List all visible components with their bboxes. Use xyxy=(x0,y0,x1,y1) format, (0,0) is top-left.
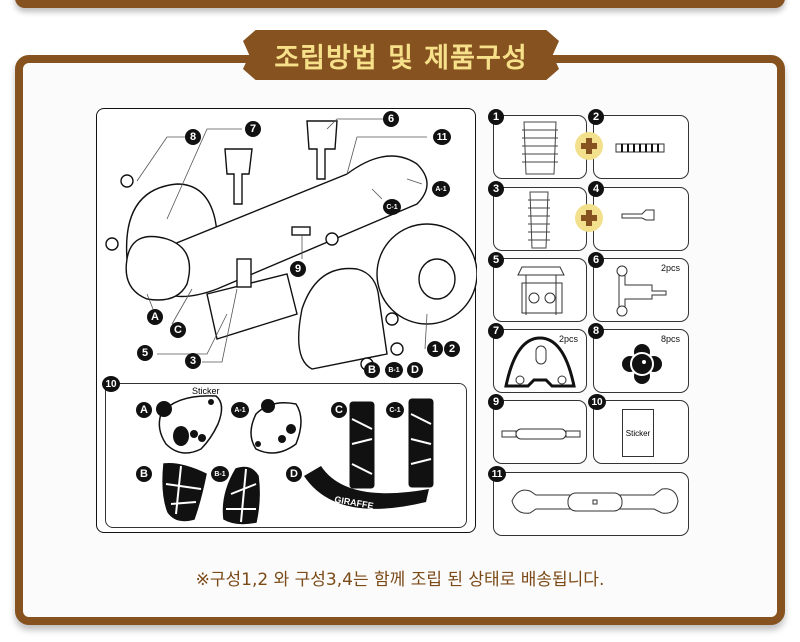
callout-6: 6 xyxy=(383,111,399,127)
base-block-icon xyxy=(517,266,565,315)
part-card-10: Sticker xyxy=(593,400,689,464)
section-title-banner: 조립방법 및 제품구성 xyxy=(243,30,559,80)
callout-1: 1 xyxy=(427,341,443,357)
section-title: 조립방법 및 제품구성 xyxy=(274,42,528,74)
part-number-2: 2 xyxy=(588,109,604,125)
label-c: C xyxy=(170,322,186,338)
sticker-label-a: A xyxy=(136,402,152,418)
part-number-11: 11 xyxy=(488,466,506,482)
part-number-7: 7 xyxy=(488,323,504,339)
part-card-7: 2pcs xyxy=(493,329,587,393)
spring-large-icon xyxy=(522,121,558,175)
part-qty-7: 2pcs xyxy=(558,334,578,344)
part-card-3 xyxy=(493,187,587,251)
part-card-6: 2pcs xyxy=(593,258,689,322)
callout-9: 9 xyxy=(290,261,306,277)
label-a-1: A-1 xyxy=(432,181,450,197)
previous-section-frame xyxy=(15,0,785,8)
callout-5: 5 xyxy=(137,345,153,361)
handle-icon xyxy=(616,265,667,317)
side-plate-icon xyxy=(504,336,576,388)
assembly-diagram: 8 7 6 11 9 5 3 1 2 A A-1 B B-1 C C-1 D 1… xyxy=(96,108,477,533)
part-card-4 xyxy=(593,187,689,251)
part-qty-6: 2pcs xyxy=(660,263,680,273)
label-c-1: C-1 xyxy=(383,199,401,215)
sticker-sheet-label: Sticker xyxy=(625,428,651,438)
callout-2: 2 xyxy=(444,341,460,357)
axle-rod-icon xyxy=(501,428,581,440)
part-number-5: 5 xyxy=(488,252,504,268)
label-a: A xyxy=(147,309,163,325)
sticker-label-a-1: A-1 xyxy=(231,402,249,418)
part-number-1: 1 xyxy=(488,109,504,125)
sticker-panel-number: 10 xyxy=(102,376,120,392)
callout-8: 8 xyxy=(185,129,201,145)
sticker-panel-title: Sticker xyxy=(192,386,220,396)
knob-nut-icon xyxy=(622,344,662,384)
sticker-sheet-icon: Sticker xyxy=(622,409,654,457)
part-number-3: 3 xyxy=(488,181,504,197)
sticker-label-d: D xyxy=(286,466,302,482)
shipping-note: ※구성1,2 와 구성3,4는 함께 조립 된 상태로 배송됩니다. xyxy=(195,570,605,590)
bolt-icon xyxy=(621,209,655,221)
part-number-8: 8 xyxy=(588,323,604,339)
sticker-panel: 10 Sticker xyxy=(102,376,467,528)
part-card-9 xyxy=(493,400,587,464)
part-number-10: 10 xyxy=(588,394,606,410)
sticker-label-b-1: B-1 xyxy=(211,466,229,482)
part-card-2 xyxy=(593,115,689,179)
assembly-illustration xyxy=(105,118,477,371)
plus-icon-3-4 xyxy=(575,204,603,232)
part-card-11 xyxy=(493,472,689,536)
part-number-9: 9 xyxy=(488,394,504,410)
seat-beam-icon xyxy=(511,488,679,514)
part-card-5 xyxy=(493,258,587,322)
label-b: B xyxy=(364,362,380,378)
sticker-label-c: C xyxy=(331,402,347,418)
callout-7: 7 xyxy=(245,121,261,137)
ring-gear-icon xyxy=(615,143,665,153)
part-card-1 xyxy=(493,115,587,179)
part-number-6: 6 xyxy=(588,252,604,268)
part-card-8: 8pcs xyxy=(593,329,689,393)
sticker-label-b: B xyxy=(136,466,152,482)
part-number-4: 4 xyxy=(588,181,604,197)
plus-icon-1-2 xyxy=(575,132,603,160)
spring-small-icon xyxy=(528,191,550,249)
label-b-1: B-1 xyxy=(385,362,403,378)
sticker-illustrations: GIRAFFE xyxy=(156,395,434,525)
callout-11: 11 xyxy=(433,129,451,145)
callout-3: 3 xyxy=(185,353,201,369)
sticker-label-c-1: C-1 xyxy=(386,402,404,418)
label-d: D xyxy=(407,362,423,378)
part-qty-8: 8pcs xyxy=(660,334,680,344)
